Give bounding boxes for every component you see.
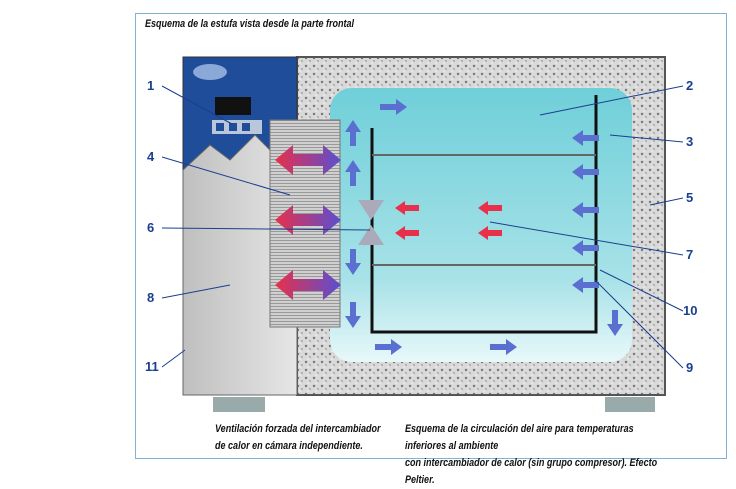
airflow-arrows: [275, 99, 623, 355]
logo-badge: [193, 64, 227, 80]
label-9: 9: [686, 360, 694, 375]
caption-right: Esquema de la circulación del aire para …: [405, 421, 676, 489]
label-4: 4: [147, 149, 155, 164]
label-5: 5: [686, 190, 694, 205]
leader-lines: [161, 85, 684, 369]
display: [215, 97, 251, 115]
label-3: 3: [686, 134, 694, 149]
caption-right-line: Esquema de la circulación del aire para …: [405, 423, 634, 452]
label-10: 10: [683, 303, 698, 318]
label-8: 8: [147, 290, 155, 305]
caption-left-line: Ventilación forzada del intercambiador: [215, 423, 381, 435]
caption-left: Ventilación forzada del intercambiador d…: [215, 421, 381, 455]
label-2: 2: [686, 78, 694, 93]
label-7: 7: [686, 247, 694, 262]
label-1: 1: [147, 78, 155, 93]
figure-frame: [135, 13, 727, 459]
label-6: 6: [147, 220, 155, 235]
cabinet: [182, 56, 666, 412]
caption-left-line: de calor en cámara independiente.: [215, 440, 363, 452]
label-11: 11: [145, 359, 159, 374]
caption-right-line: con intercambiador de calor (sin grupo c…: [405, 457, 658, 486]
figure-title: Esquema de la estufa vista desde la part…: [145, 18, 355, 30]
oven-diagram: [161, 56, 684, 412]
